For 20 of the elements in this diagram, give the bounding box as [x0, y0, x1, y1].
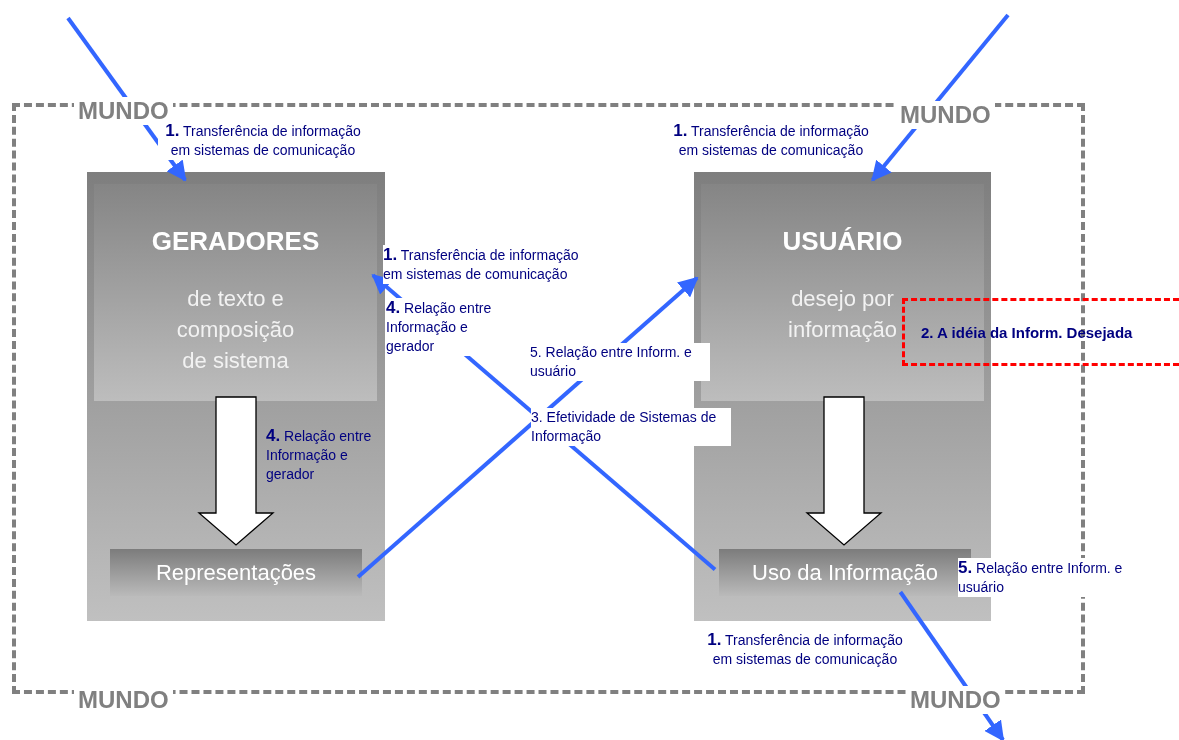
boundary-label: MUNDO	[74, 97, 173, 125]
callout-box	[902, 298, 1179, 366]
panel-text: de texto e composição de sistema	[175, 285, 296, 375]
block-arrow	[805, 396, 883, 546]
edge-label: 5. Relação entre Inform. e usuário	[530, 343, 710, 381]
boundary-label: MUNDO	[906, 686, 1005, 714]
note-label: 3. Efetividade de Sistemas de Informação	[531, 408, 731, 446]
panel-title: USUÁRIO	[782, 226, 903, 257]
panel-title: GERADORES	[151, 226, 320, 257]
panel-text: desejo por informação	[787, 285, 898, 344]
column-panel	[87, 172, 385, 621]
heading-panel	[701, 184, 984, 401]
heading-panel	[94, 184, 377, 401]
box-text: Representações	[155, 559, 317, 586]
block-arrow	[197, 396, 275, 546]
boundary-label: MUNDO	[896, 101, 995, 129]
callout-text: 2. A idéia da Inform. Desejada	[921, 323, 1133, 341]
box-text: Uso da Informação	[752, 559, 938, 586]
edge-label: 4. Relação entre Informação e gerador	[266, 426, 373, 484]
result-box	[110, 549, 362, 596]
